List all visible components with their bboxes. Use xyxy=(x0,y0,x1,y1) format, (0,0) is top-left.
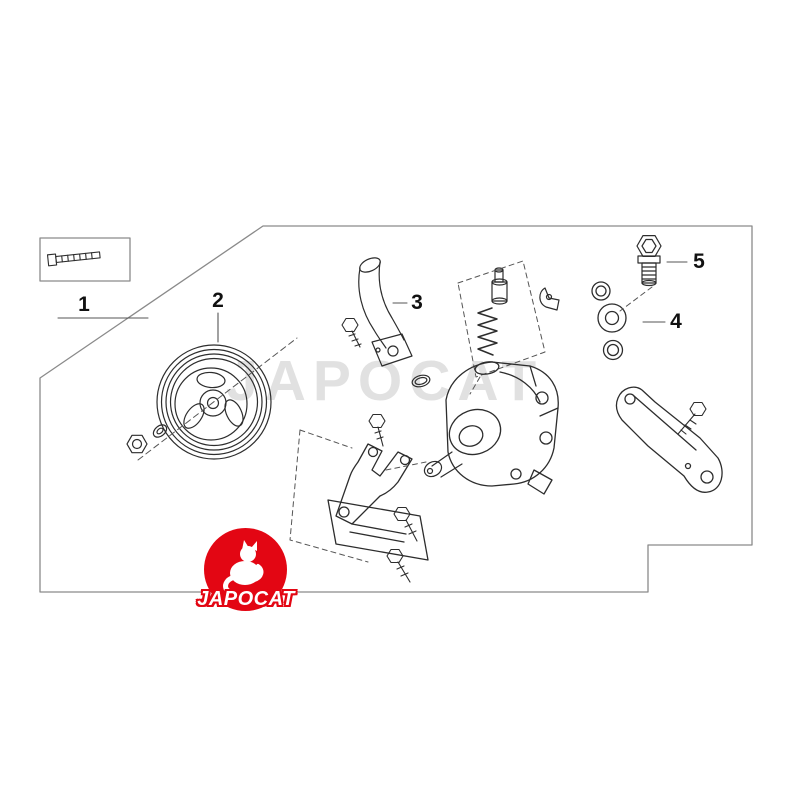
part-2-nut xyxy=(126,434,148,454)
brand-logo-text: JAPOCAT xyxy=(197,588,295,610)
callout-1: 1 xyxy=(78,293,90,316)
rear-bracket-bolt xyxy=(677,401,707,435)
part-3-pipe xyxy=(358,257,413,367)
bracket-dashed-lines xyxy=(289,429,427,563)
pump-body xyxy=(445,361,559,495)
part-2-washer xyxy=(152,424,168,438)
part-3-bolt xyxy=(341,317,362,348)
front-bracket xyxy=(327,443,429,561)
valve-dashed-leader xyxy=(469,376,481,395)
rear-bracket xyxy=(615,386,723,493)
brand-logo: JAPOCAT xyxy=(197,528,304,618)
part-5-bolt xyxy=(636,235,662,287)
part-1-bolt xyxy=(46,251,101,267)
valve-plug xyxy=(491,267,508,305)
callout-3: 3 xyxy=(411,291,423,314)
part-2-centerline xyxy=(137,337,298,461)
cat-icon xyxy=(223,540,264,595)
callout-leader-lines xyxy=(57,261,688,343)
part-2-pulley xyxy=(156,344,272,460)
part-4-o-rings xyxy=(591,281,624,361)
part-4-clamp xyxy=(539,287,560,311)
watermark-text: JAPOCAT xyxy=(226,349,544,413)
diagram-border xyxy=(39,225,753,593)
valve-dashed-outline xyxy=(457,260,546,378)
callout-5: 5 xyxy=(693,250,705,273)
part-3-o-ring xyxy=(411,374,431,388)
part-4-dashed-leader xyxy=(619,286,653,312)
part-4-union xyxy=(597,303,627,333)
pump-shaft xyxy=(423,451,463,478)
front-bracket-bolts xyxy=(368,413,418,583)
brand-logo-circle xyxy=(204,528,287,611)
callout-4: 4 xyxy=(670,310,682,333)
part-1-inset-box xyxy=(39,237,131,282)
callout-2: 2 xyxy=(212,289,224,312)
valve-spring xyxy=(477,307,498,356)
